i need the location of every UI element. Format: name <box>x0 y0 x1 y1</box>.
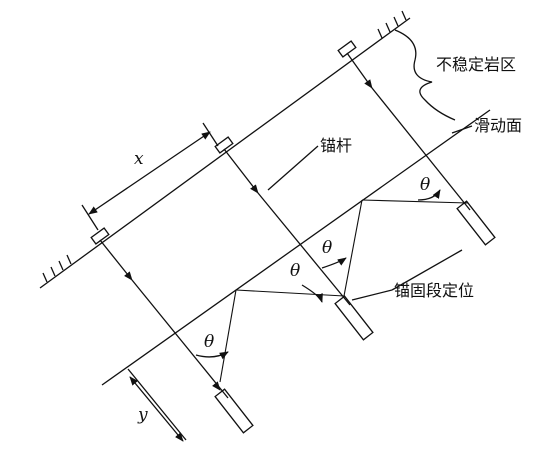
anchorage-segment-3 <box>456 200 496 246</box>
unstable-zone-label: 不稳定岩区 <box>436 55 516 74</box>
leader-anchorage-b <box>391 249 463 291</box>
theta-arc-3 <box>321 257 347 269</box>
leader-sliding-surface <box>451 125 473 134</box>
leader-anchorage <box>351 289 393 301</box>
spacing-ext-left <box>81 204 99 231</box>
anchor-rod-2 <box>214 136 374 341</box>
anchorage-segment-1 <box>214 388 254 434</box>
sliding-surface-label: 滑动面 <box>474 116 522 135</box>
ground-surface <box>39 17 411 289</box>
sliding-surface-line <box>101 109 491 386</box>
depth-label: y <box>137 405 148 425</box>
theta-arc-1 <box>195 351 229 360</box>
spacing-dimension-line <box>88 131 211 215</box>
wedge-lines <box>219 199 469 383</box>
anchor-head-2 <box>214 136 234 154</box>
theta-label-3: θ <box>322 238 332 258</box>
leader-anchor-rod <box>267 145 319 191</box>
unstable-zone-brace <box>394 29 456 121</box>
anchor-head-3 <box>337 40 357 58</box>
theta-arc-4 <box>417 189 441 201</box>
anchor-rod-1 <box>90 227 254 434</box>
ground-hatch-left <box>42 254 72 283</box>
anchor-rod-3 <box>337 40 496 246</box>
anchor-rod-label: 锚杆 <box>320 136 352 155</box>
depth-ext-line <box>127 368 187 441</box>
theta-label-1: θ <box>204 332 214 352</box>
theta-arc-2 <box>301 284 323 303</box>
anchorage-positioning-label: 锚固段定位 <box>394 281 474 300</box>
theta-label-4: θ <box>420 175 430 195</box>
anchor-head-1 <box>90 227 110 245</box>
theta-label-2: θ <box>290 261 300 281</box>
spacing-label: x <box>134 149 144 169</box>
depth-dimension-line <box>129 376 184 442</box>
anchorage-segment-2 <box>334 295 374 341</box>
ground-hatch-right <box>377 10 407 39</box>
